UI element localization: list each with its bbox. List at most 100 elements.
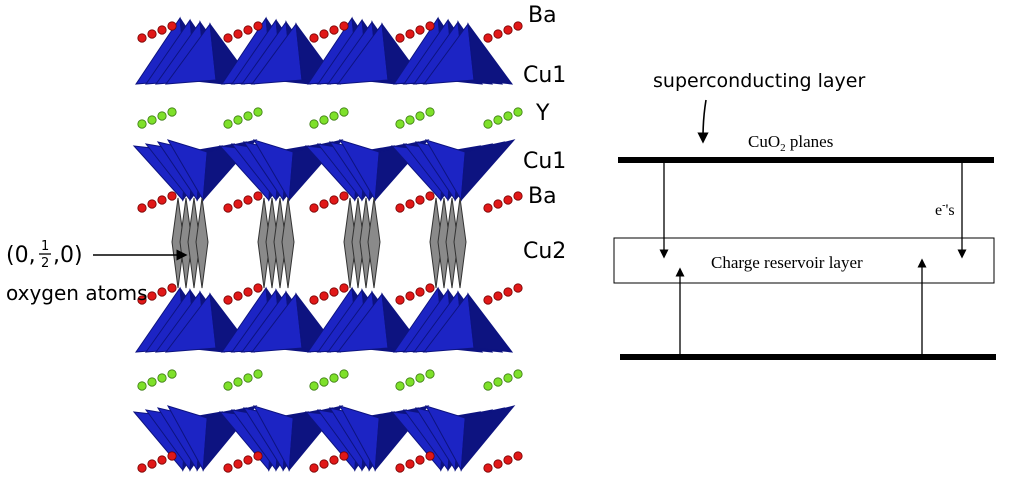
atom (329, 287, 339, 297)
atom (233, 459, 243, 469)
atom (415, 195, 425, 205)
atom (319, 29, 329, 39)
atom (233, 199, 243, 209)
oxygen-coord-end: ,0) (53, 243, 83, 268)
atom (147, 291, 157, 301)
atom (137, 119, 147, 129)
oxygen-coord-start: (0, (6, 243, 36, 268)
electrons-label: e-'s (935, 200, 955, 219)
atom (395, 295, 405, 305)
atom (395, 33, 405, 43)
atom (503, 111, 513, 121)
atom (513, 107, 523, 117)
atom (157, 455, 167, 465)
atom (329, 25, 339, 35)
atom (339, 283, 349, 293)
atom (503, 287, 513, 297)
atom (157, 373, 167, 383)
ba-atom-chain (137, 451, 177, 473)
y-atom-chain (483, 107, 523, 129)
oxygen-frac-num: 1 (41, 239, 49, 254)
atom (243, 287, 253, 297)
atom-rows (137, 21, 523, 473)
atom (405, 377, 415, 387)
pyramid-face-shadow (460, 139, 516, 202)
atom (425, 283, 435, 293)
y-atom-chain (137, 369, 177, 391)
atom (167, 107, 177, 117)
pyramid-group-mid-down-2 (304, 139, 430, 202)
label-y: Y (535, 101, 550, 126)
pyramid-face-shadow (460, 405, 516, 472)
atom (329, 195, 339, 205)
atom (339, 451, 349, 461)
pyramid-group-top-3 (393, 16, 514, 85)
atom (415, 455, 425, 465)
atom (319, 291, 329, 301)
atom (339, 21, 349, 31)
y-atom-chain (483, 369, 523, 391)
atom (329, 373, 339, 383)
atom (309, 381, 319, 391)
atom (253, 107, 263, 117)
atom (395, 463, 405, 473)
pyramid-row-mid-up (134, 286, 514, 353)
atom (483, 119, 493, 129)
ba-atom-chain (137, 21, 177, 43)
atom (223, 33, 233, 43)
atom (147, 377, 157, 387)
ba-atom-chain (309, 451, 349, 473)
layer-schematic: superconducting layer CuO2 planes Charge… (613, 70, 996, 360)
atom (253, 369, 263, 379)
oxygen-chains (171, 197, 467, 289)
pyramid-face-shadow (202, 405, 258, 472)
sc-pointer-arrow (697, 99, 709, 144)
oxygen-chain-rhombus (367, 197, 381, 289)
ba-atom-chain (137, 191, 177, 213)
pyramid-face-shadow (467, 22, 514, 85)
atom (167, 369, 177, 379)
atom (137, 295, 147, 305)
atom (339, 107, 349, 117)
atom (167, 451, 177, 461)
atom (483, 203, 493, 213)
charge-reservoir-label: Charge reservoir layer (711, 253, 863, 272)
atom (395, 381, 405, 391)
atom (157, 287, 167, 297)
atom (147, 29, 157, 39)
atom (233, 377, 243, 387)
y-atom-chain (395, 369, 435, 391)
atom (415, 25, 425, 35)
ba-atom-chain (395, 191, 435, 213)
atom (243, 25, 253, 35)
ba-atom-chain (483, 451, 523, 473)
y-atom-chain (223, 107, 263, 129)
atom (405, 115, 415, 125)
atom (157, 25, 167, 35)
atom (513, 283, 523, 293)
atom (503, 373, 513, 383)
atom (319, 377, 329, 387)
label-cu1-mid: Cu1 (523, 149, 566, 174)
atom (483, 295, 493, 305)
atom (493, 115, 503, 125)
y-atom-chain (137, 107, 177, 129)
atom (167, 283, 177, 293)
oxygen-caption: oxygen atoms (6, 281, 148, 305)
atom (415, 287, 425, 297)
atom (253, 191, 263, 201)
atom (319, 115, 329, 125)
atom (483, 33, 493, 43)
superconducting-layer-label: superconducting layer (653, 70, 865, 92)
ba-atom-chain (309, 21, 349, 43)
ba-atom-chain (483, 191, 523, 213)
atom (233, 29, 243, 39)
cuo2-planes-label: CuO2 planes (748, 132, 833, 154)
atom (395, 119, 405, 129)
ba-atom-chain (395, 451, 435, 473)
atom (157, 195, 167, 205)
pyramid-group-mid-down-1 (218, 139, 344, 202)
label-ba-mid: Ba (528, 184, 557, 209)
atom (405, 199, 415, 209)
atom (137, 381, 147, 391)
